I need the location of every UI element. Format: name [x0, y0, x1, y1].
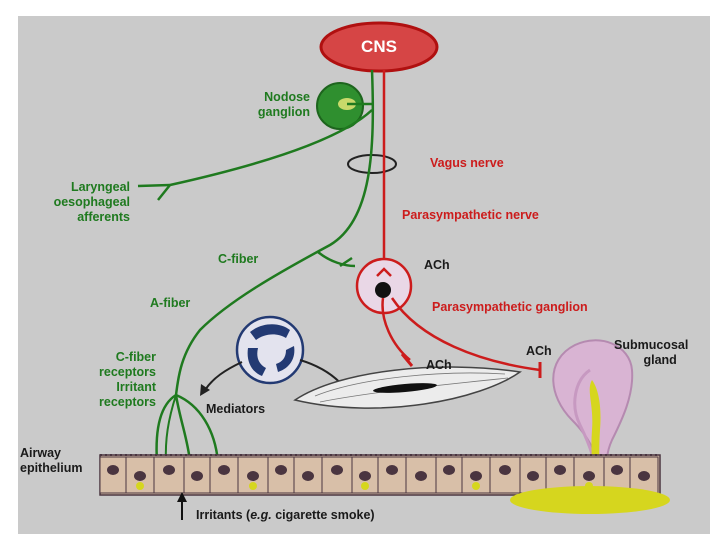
sensory-main-fiber	[174, 69, 375, 396]
mast-cell-nucleus-3	[276, 346, 295, 372]
goblet-cell-granule	[472, 482, 480, 490]
nodose-ganglion-label: Nodose ganglion	[226, 90, 310, 120]
laryngeal-afferents-label: Laryngeal oesophageal afferents	[30, 180, 130, 225]
epithelial-cell-nucleus	[163, 465, 175, 475]
epithelial-cell-nucleus	[134, 471, 146, 481]
ganglion-synapse-ending	[376, 267, 392, 277]
receptor-branch-3	[175, 393, 220, 463]
irritants-label-end: cigarette smoke)	[271, 508, 375, 522]
epithelial-cell-nucleus	[470, 471, 482, 481]
mast-cell-nucleus-2	[247, 348, 266, 376]
receptors-label-line-2: receptors	[99, 365, 156, 379]
goblet-cell-granule	[361, 482, 369, 490]
cns-label: CNS	[361, 37, 397, 56]
ganglion-neuron-body	[375, 282, 391, 298]
smooth-muscle-striation-1	[314, 372, 506, 397]
submucosal-label-line-2: gland	[643, 353, 677, 367]
epithelial-cell-nucleus	[107, 465, 119, 475]
receptors-label-line-4: receptors	[99, 395, 156, 409]
laryngeal-afferent-fork-b	[137, 183, 171, 188]
mediators-label: Mediators	[206, 402, 266, 416]
airway-epithelium-label: Airway epithelium	[20, 446, 83, 476]
receptors-label: C-fiber receptors Irritant receptors	[60, 350, 156, 410]
epithelial-cell-nucleus	[443, 465, 455, 475]
parasympathetic-nerve-label: Parasympathetic nerve	[402, 208, 539, 222]
epithelial-cell-nucleus	[499, 465, 511, 475]
laryngeal-label-line-1: Laryngeal	[70, 180, 130, 194]
epithelial-cell-nucleus	[638, 471, 650, 481]
epithelial-cell-nucleus	[331, 465, 343, 475]
nodose-ganglion-label-line-1: Nodose	[264, 90, 310, 104]
surface-mucus-layer	[510, 486, 670, 514]
goblet-cell-granule	[136, 482, 144, 490]
epithelial-cell-nucleus	[554, 465, 566, 475]
laryngeal-label-line-3: afferents	[77, 210, 130, 224]
parasympathetic-ganglion-label: Parasympathetic ganglion	[432, 300, 588, 314]
receptor-branch-2	[174, 394, 192, 463]
epithelial-cell-nucleus	[415, 471, 427, 481]
epithelial-cell-nucleus	[218, 465, 230, 475]
ach-muscle-label: ACh	[426, 358, 452, 372]
epithelial-cell-nucleus	[386, 465, 398, 475]
irritants-label-eg: e.g.	[250, 508, 272, 522]
vagus-nerve-ring	[347, 154, 397, 174]
irritants-arrow-head	[177, 492, 187, 502]
epithelial-cell-nucleus	[247, 471, 259, 481]
mediator-arrow-head-nerve	[200, 384, 210, 396]
goblet-cell-granule	[249, 482, 257, 490]
airway-label-line-2: epithelium	[20, 461, 83, 475]
nodose-ganglion-label-line-2: ganglion	[257, 105, 310, 119]
epithelial-cell-nucleus	[302, 471, 314, 481]
irritants-label: Irritants (e.g. cigarette smoke)	[196, 508, 375, 523]
receptor-branch-1	[155, 393, 177, 463]
muscle-ach-terminal	[400, 353, 414, 367]
submucosal-gland-label: Submucosal gland	[614, 338, 688, 368]
vagus-nerve-label: Vagus nerve	[430, 156, 504, 170]
ach-gland-label: ACh	[526, 344, 552, 358]
ach-ganglion-label: ACh	[424, 258, 450, 272]
submucosal-label-line-1: Submucosal	[614, 338, 689, 352]
airway-label-line-1: Airway	[20, 446, 61, 460]
epithelial-cell-nucleus	[359, 471, 371, 481]
laryngeal-afferent-fork-a	[157, 184, 171, 201]
postganglionic-to-gland	[390, 297, 541, 372]
c-fiber-label: C-fiber	[218, 252, 259, 266]
smooth-muscle-nucleus	[373, 383, 437, 393]
mast-cell-nucleus-1	[250, 324, 290, 340]
laryngeal-afferent-branch	[169, 109, 373, 187]
epithelial-cell-nucleus	[527, 471, 539, 481]
cns-oval	[319, 21, 439, 73]
mediator-arrow-to-nerve	[204, 361, 243, 391]
a-fiber-label: A-fiber	[150, 296, 191, 310]
epithelial-cell-nucleus	[611, 465, 623, 475]
epithelial-cell-nucleus	[275, 465, 287, 475]
laryngeal-label-line-2: oesophageal	[53, 195, 130, 209]
receptors-label-line-1: C-fiber	[115, 350, 156, 364]
epithelial-cell-nucleus	[583, 471, 595, 481]
c-fiber-branch-tip	[339, 256, 353, 268]
irritants-label-start: Irritants (	[196, 508, 251, 522]
c-fiber-branch-to-ganglion	[317, 251, 356, 268]
receptors-label-line-3: Irritant	[116, 380, 156, 394]
epithelial-cell-nucleus	[191, 471, 203, 481]
